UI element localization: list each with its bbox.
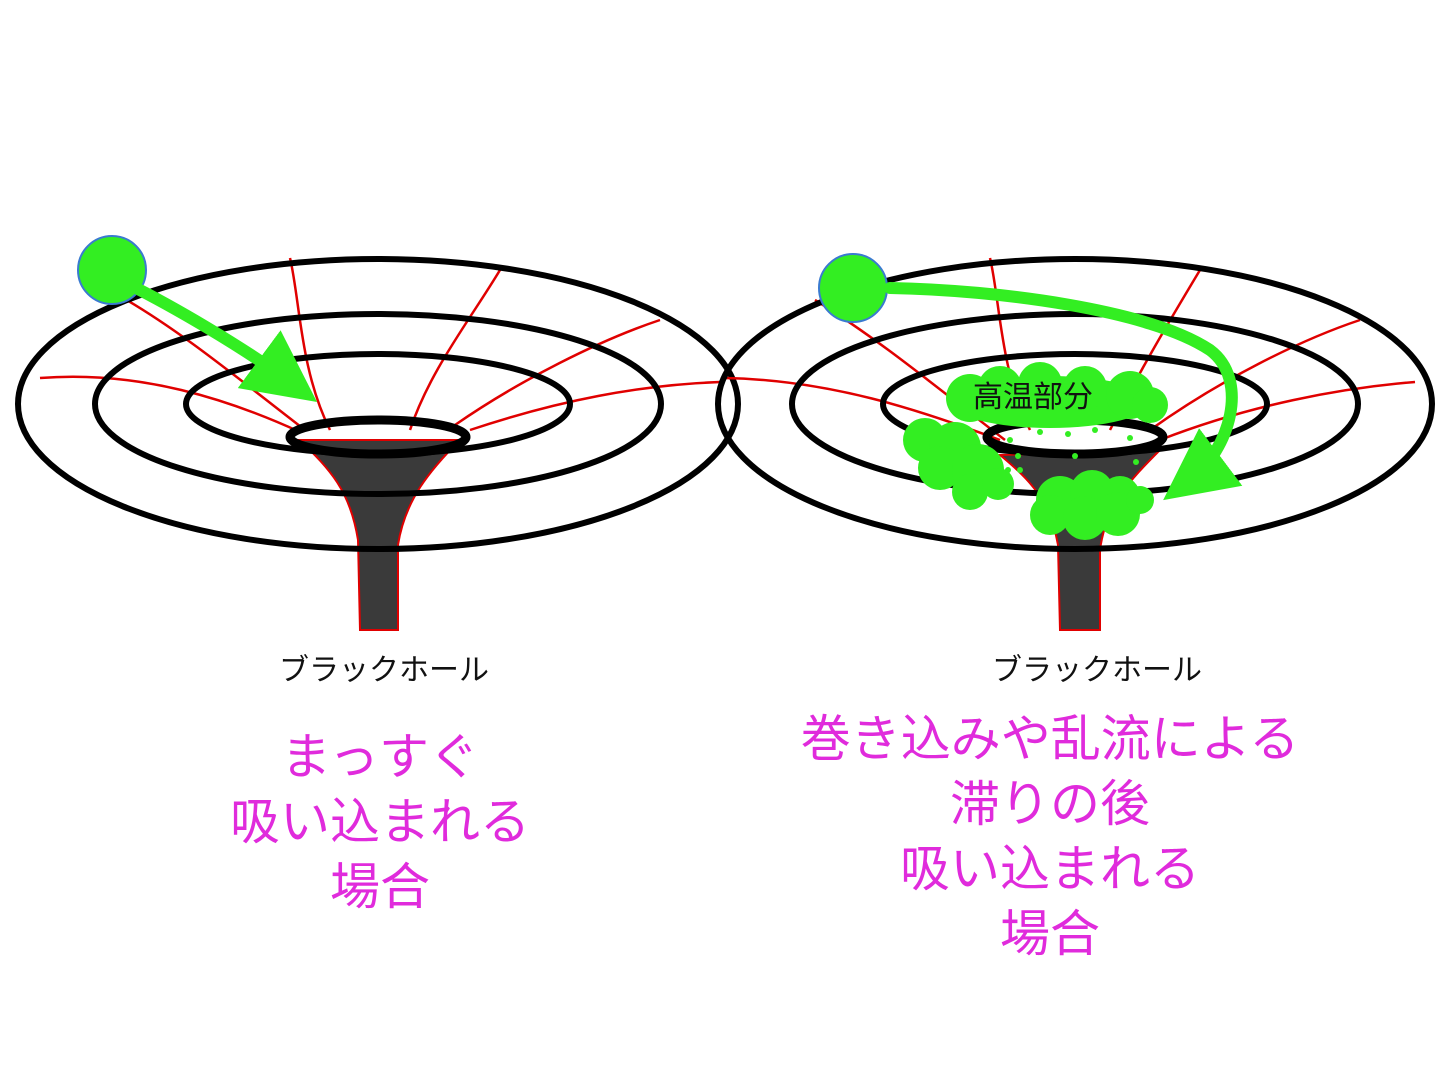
top-cloud: [946, 362, 1168, 428]
left-rings: [15, 256, 741, 552]
left-black-hole: [15, 235, 741, 631]
right-black-hole-label: ブラックホール: [992, 653, 1202, 688]
right-caption-line-4: 場合: [1000, 905, 1100, 963]
left-cloud: [903, 418, 1014, 510]
right-swirl-arrow: [884, 282, 1243, 501]
left-caption: まっすぐ 吸い込まれる 場合: [180, 725, 580, 920]
hot-region-label: 高温部分: [973, 380, 1093, 415]
bottom-cloud: [1030, 470, 1154, 540]
left-caption-line-2: 吸い込まれる: [230, 793, 530, 851]
left-caption-line-3: 場合: [330, 858, 430, 916]
left-caption-line-1: まっすぐ: [281, 728, 479, 786]
left-infall-arrow: [127, 279, 318, 402]
hot-gas-clouds: [903, 362, 1168, 540]
right-caption-line-3: 吸い込まれる: [900, 840, 1200, 898]
left-particle: [77, 235, 147, 305]
gas-droplets: [1005, 427, 1139, 473]
left-grid-lines: [39, 257, 721, 434]
right-caption: 巻き込みや乱流による 滞りの後 吸い込まれる 場合: [760, 707, 1340, 967]
right-caption-line-1: 巻き込みや乱流による: [800, 710, 1300, 768]
right-caption-line-2: 滞りの後: [950, 775, 1150, 833]
left-black-hole-label: ブラックホール: [279, 653, 489, 688]
right-black-hole: [715, 253, 1435, 631]
right-particle: [818, 253, 888, 323]
left-funnel: [297, 439, 463, 631]
